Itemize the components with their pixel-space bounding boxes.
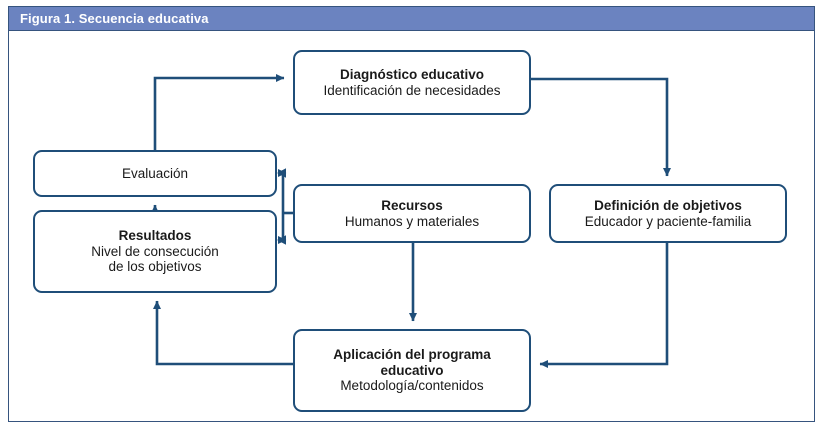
node-diagnostico-title: Diagnóstico educativo [339,66,485,82]
node-aplicacion-title-line1: Aplicación del programa [333,346,491,362]
figure-header-bar: Figura 1. Secuencia educativa [8,6,815,31]
node-objetivos-subtitle: Educador y paciente-familia [584,213,752,229]
node-aplicacion-title-line2: educativo [380,362,444,378]
node-diagnostico-subtitle: Identificación de necesidades [323,82,501,98]
node-recursos[interactable]: Recursos Humanos y materiales [293,184,531,243]
node-resultados-subtitle-line2: de los objetivos [108,259,202,275]
node-evaluacion[interactable]: Evaluación [33,150,277,197]
node-aplicacion-subtitle: Metodología/contenidos [340,378,484,394]
node-resultados-title: Resultados [118,227,192,243]
node-resultados-subtitle-line1: Nivel de consecución [91,243,219,259]
node-definicion-objetivos[interactable]: Definición de objetivos Educador y pacie… [549,184,787,243]
node-objetivos-title: Definición de objetivos [594,197,742,213]
node-diagnostico-educativo[interactable]: Diagnóstico educativo Identificación de … [293,50,531,115]
node-aplicacion-programa[interactable]: Aplicación del programa educativo Metodo… [293,329,531,412]
node-recursos-title: Recursos [381,197,443,213]
node-resultados[interactable]: Resultados Nivel de consecución de los o… [33,210,277,293]
figure-title: Figura 1. Secuencia educativa [20,11,209,26]
node-recursos-subtitle: Humanos y materiales [344,213,480,229]
node-evaluacion-title: Evaluación [121,165,189,181]
